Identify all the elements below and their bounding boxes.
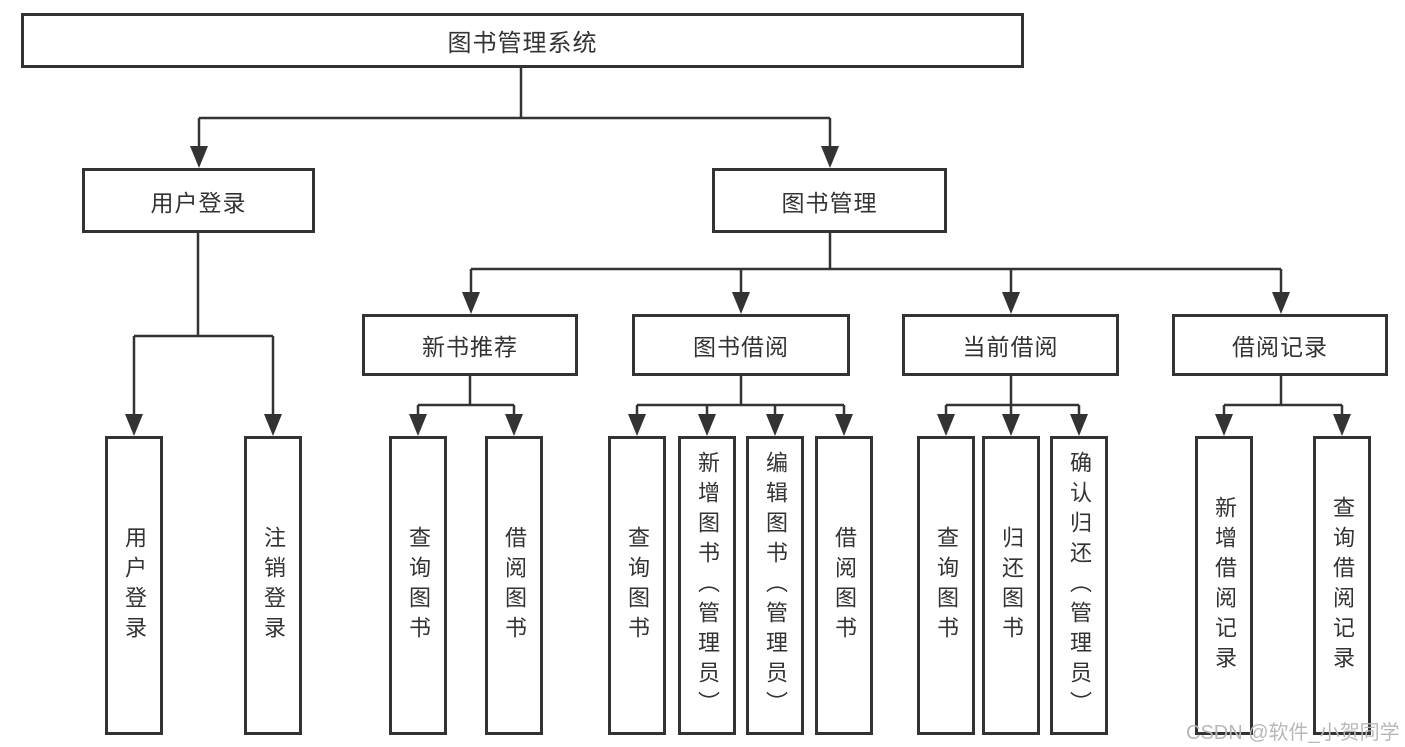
- node-book-management: 图书管理: [712, 168, 947, 233]
- leaf-add-borrow-record: 新增借阅记录: [1195, 436, 1253, 735]
- node-book-management-label: 图书管理: [781, 189, 878, 216]
- leaf-add-borrow-record-label: 新增借阅记录: [1212, 495, 1237, 676]
- leaf-edit-book-admin-label: 编辑图书（管理员）: [763, 450, 788, 721]
- node-book-borrow: 图书借阅: [632, 314, 850, 376]
- leaf-query-books-2-label: 查询图书: [625, 525, 650, 646]
- node-new-book-recommend-label: 新书推荐: [422, 334, 518, 360]
- leaf-return-book: 归还图书: [982, 436, 1040, 735]
- node-borrow-records: 借阅记录: [1172, 314, 1388, 376]
- node-user-login-label: 用户登录: [150, 189, 247, 216]
- leaf-confirm-return-admin: 确认归还（管理员）: [1050, 436, 1108, 735]
- leaf-query-books-3: 查询图书: [917, 436, 975, 735]
- leaf-borrow-books-1-label: 借阅图书: [502, 525, 527, 646]
- leaf-query-borrow-record-label: 查询借阅记录: [1330, 495, 1355, 676]
- leaf-logout: 注销登录: [244, 436, 302, 735]
- leaf-add-book-admin: 新增图书（管理员）: [678, 436, 736, 735]
- leaf-edit-book-admin: 编辑图书（管理员）: [746, 436, 804, 735]
- leaf-logout-label: 注销登录: [261, 525, 286, 646]
- leaf-borrow-books-2-label: 借阅图书: [832, 525, 857, 646]
- node-current-borrow-label: 当前借阅: [962, 334, 1059, 360]
- leaf-add-book-admin-label: 新增图书（管理员）: [695, 450, 720, 721]
- node-root: 图书管理系统: [21, 13, 1024, 68]
- node-root-label: 图书管理系统: [447, 30, 598, 57]
- leaf-borrow-books-2: 借阅图书: [815, 436, 873, 735]
- leaf-query-books-1-label: 查询图书: [406, 525, 431, 646]
- node-borrow-records-label: 借阅记录: [1232, 334, 1328, 360]
- leaf-query-borrow-record: 查询借阅记录: [1313, 436, 1371, 735]
- node-current-borrow: 当前借阅: [902, 314, 1119, 376]
- leaf-confirm-return-admin-label: 确认归还（管理员）: [1067, 450, 1092, 721]
- leaf-query-books-1: 查询图书: [389, 436, 447, 735]
- node-new-book-recommend: 新书推荐: [362, 314, 578, 376]
- node-book-borrow-label: 图书借阅: [693, 334, 789, 360]
- leaf-borrow-books-1: 借阅图书: [485, 436, 543, 735]
- leaf-query-books-2: 查询图书: [608, 436, 666, 735]
- leaf-return-book-label: 归还图书: [999, 525, 1024, 646]
- csdn-watermark: CSDN @软件_小贺同学: [1186, 722, 1400, 744]
- leaf-query-books-3-label: 查询图书: [934, 525, 959, 646]
- leaf-user-login: 用户登录: [105, 436, 163, 735]
- node-user-login: 用户登录: [82, 168, 315, 233]
- leaf-user-login-label: 用户登录: [122, 525, 147, 646]
